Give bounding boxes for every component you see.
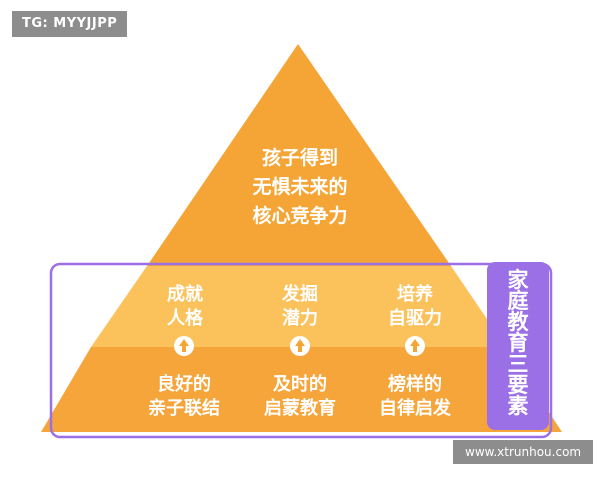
side-label-char: 要 [507,373,529,397]
three-elements-side-label: 家 庭 教 育 三 要 素 [487,262,549,430]
bottom-label-education: 及时的 启蒙教育 [252,373,348,421]
side-label-char: 教 [507,310,529,334]
watermark-badge: TG: MYYJJPP [12,11,128,37]
bottom-label-bond: 良好的 亲子联结 [136,373,232,421]
peak-label: 孩子得到 无惧未来的 核心竞争力 [225,144,375,231]
side-label-char: 庭 [507,289,529,313]
peak-line: 孩子得到 [261,147,338,169]
up-arrow-icon [290,336,310,356]
bottom-label-line: 及时的 [273,374,327,395]
bottom-label-line: 榜样的 [388,374,442,395]
bottom-label-line: 启蒙教育 [264,398,336,419]
middle-label-potential: 发掘 潜力 [255,283,345,331]
middle-label-line: 自驱力 [388,308,442,329]
three-elements-frame [49,262,553,439]
bottom-label-line: 亲子联结 [148,398,220,419]
peak-line: 无惧未来的 [252,176,348,198]
middle-label-line: 人格 [167,308,203,329]
bottom-label-line: 自律启发 [379,398,451,419]
side-label-char: 育 [507,331,529,355]
up-arrow-icon [174,336,194,356]
pyramid-top-tier [147,44,451,266]
up-arrow-icon [405,336,425,356]
middle-label-line: 发掘 [282,284,318,305]
middle-label-line: 培养 [397,284,433,305]
bottom-label-role-model: 榜样的 自律启发 [367,373,463,421]
side-label-char: 家 [507,268,529,292]
bottom-label-line: 良好的 [157,374,211,395]
pyramid-bottom-tier [41,347,562,432]
middle-label-personality: 成就 人格 [140,283,230,331]
middle-label-line: 成就 [167,284,203,305]
site-url-badge: www.xtrunhou.com [453,440,594,464]
side-label-char: 素 [507,394,529,418]
middle-label-line: 潜力 [282,308,318,329]
pyramid-middle-tier [91,266,506,347]
middle-label-self-drive: 培养 自驱力 [370,283,460,331]
peak-line: 核心竞争力 [252,205,348,227]
side-label-char: 三 [507,352,529,376]
